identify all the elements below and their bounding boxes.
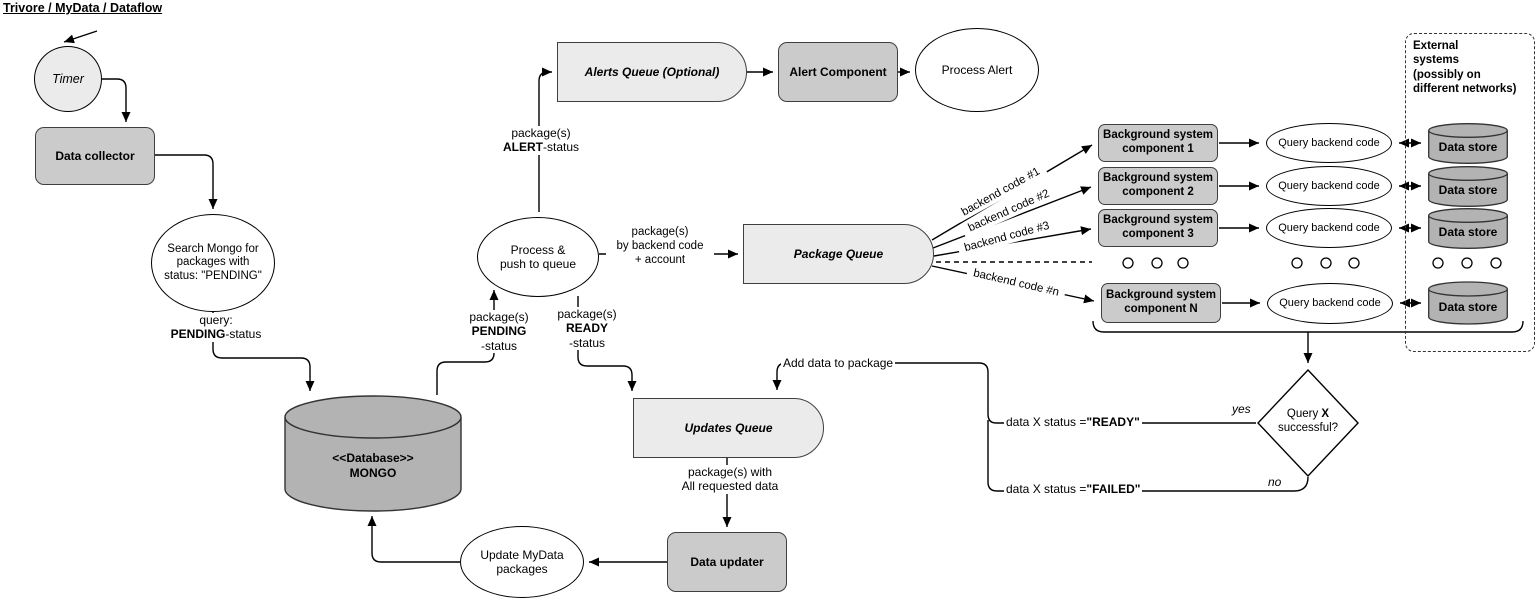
query-backend-3-node: Query backend code [1266, 208, 1392, 248]
edge-label-no: no [1266, 475, 1284, 490]
edge-label-pending-status: package(s) PENDING -status [462, 310, 536, 354]
updates-queue-node: Updates Queue [633, 398, 824, 458]
timer-recurrence-arrow-icon [63, 30, 98, 44]
edge-label-alert-status: package(s) ALERT-status [494, 126, 588, 155]
alert-component-node: Alert Component [778, 42, 898, 102]
data-store-n-node: Data store [1428, 281, 1508, 325]
external-systems-container [1405, 33, 1535, 352]
update-mydata-node: Update MyData packages [460, 526, 584, 598]
data-updater-node: Data updater [667, 532, 787, 592]
mongo-cylinder-icon [284, 395, 462, 512]
external-systems-label: External systems (possibly on different … [1413, 40, 1517, 96]
edge-label-data-ready: data X status ="READY" [1004, 415, 1142, 430]
data-collector-node: Data collector [35, 127, 155, 185]
query-successful-decision-node [1254, 367, 1362, 479]
timer-node: Timer [34, 46, 102, 112]
edge-label-with-data: package(s) with All requested data [666, 465, 794, 494]
edge-search-to-mongo [212, 312, 315, 391]
ellipsis-dots [1122, 257, 1502, 269]
package-queue-node: Package Queue [743, 224, 934, 284]
edge-label-data-failed: data X status ="FAILED" [1004, 482, 1143, 497]
edge-yes-ready-to-updates-queue [772, 362, 1256, 424]
edge-update-mydata-to-mongo [367, 516, 460, 563]
query-backend-1-node: Query backend code [1266, 123, 1392, 163]
query-backend-2-node: Query backend code [1266, 166, 1392, 206]
edge-mongo-to-process [436, 290, 499, 395]
edge-collector-to-search [155, 154, 218, 209]
bg-component-n-node: Background system component N [1101, 283, 1221, 323]
query-backend-n-node: Query backend code [1267, 283, 1393, 324]
bg-component-1-node: Background system component 1 [1098, 124, 1218, 162]
diagram-title: Trivore / MyData / Dataflow [3, 1, 163, 15]
edge-label-yes: yes [1230, 402, 1253, 417]
data-store-3-node: Data store [1428, 208, 1508, 249]
mongo-database-node: <<Database>> MONGO [284, 395, 462, 512]
decision-label: Query X successful? [1277, 408, 1339, 435]
edge-timer-to-collector [102, 78, 131, 122]
edge-label-ready-status: package(s) READY -status [550, 307, 624, 351]
edge-label-add-data: Add data to package [781, 356, 896, 371]
bg-component-3-node: Background system component 3 [1098, 209, 1218, 247]
bg-component-2-node: Background system component 2 [1098, 167, 1218, 205]
edge-process-to-updates-queue [577, 296, 637, 391]
edge-process-to-alerts-queue [538, 67, 552, 212]
edge-label-by-backend-code: package(s) by backend code + account [606, 226, 714, 268]
process-alert-node: Process Alert [915, 28, 1039, 112]
edge-no-failed-merge [987, 420, 1309, 492]
data-store-2-node: Data store [1428, 166, 1508, 207]
data-store-1-node: Data store [1428, 123, 1508, 164]
search-mongo-node: Search Mongo for packages with status: "… [151, 214, 275, 312]
alerts-queue-node: Alerts Queue (Optional) [557, 42, 747, 102]
edge-fan-backend-2 [932, 186, 1092, 249]
edge-label-query: query: PENDING-status [166, 313, 266, 342]
process-push-node: Process & push to queue [477, 217, 599, 297]
